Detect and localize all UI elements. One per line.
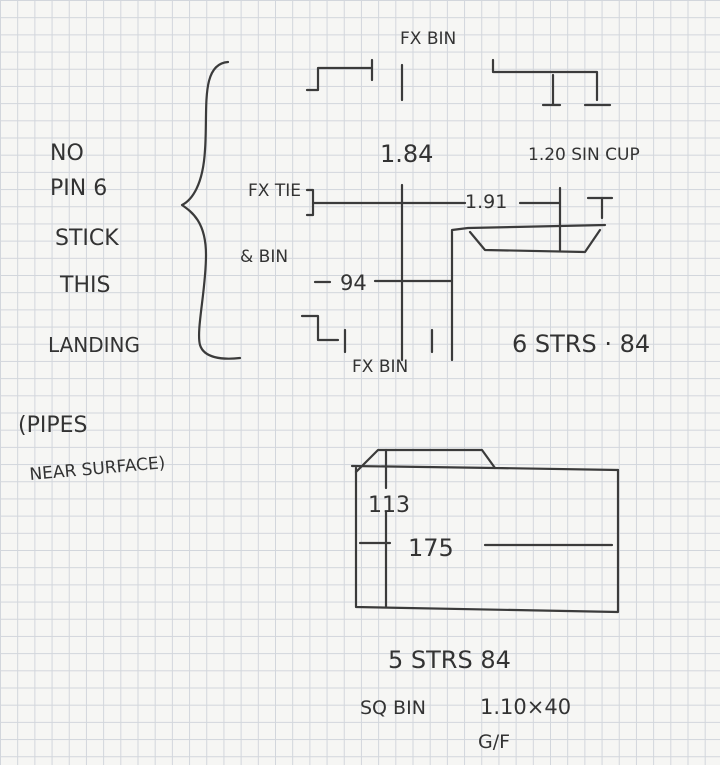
- label-dim-94: 94: [340, 271, 367, 295]
- left-notes: NO PIN 6 STICK THIS LANDING (PIPES NEAR …: [18, 141, 166, 485]
- note-stick: STICK: [55, 226, 119, 251]
- label-fx-tie: FX TIE: [248, 181, 301, 201]
- upper-plan-labels: FX BIN 1.84 1.20 SIN CUP FX TIE & BIN 1.…: [240, 29, 650, 377]
- label-6-stairs: 6 STRS · 84: [512, 330, 650, 358]
- label-fx-bin-bottom: FX BIN: [352, 357, 408, 377]
- note-no: NO: [50, 141, 84, 166]
- note-pin: PIN 6: [50, 176, 107, 201]
- note-near-surface: NEAR SURFACE): [29, 453, 166, 485]
- lower-plan-labels: 113 175 5 STRS 84 SQ BIN 1.10×40 G/F: [360, 493, 571, 753]
- note-landing: LANDING: [48, 333, 140, 357]
- label-dim-184: 1.84: [380, 140, 433, 168]
- label-dim-120-sin-cup: 1.20 SIN CUP: [528, 145, 640, 165]
- label-and-bin: & BIN: [240, 247, 288, 267]
- label-sq-bin: SQ BIN: [360, 697, 426, 719]
- label-dim-191: 1.91: [465, 191, 507, 213]
- label-dim-113: 113: [368, 493, 410, 518]
- note-pipes: (PIPES: [18, 413, 87, 438]
- curly-brace: [180, 60, 242, 360]
- label-dim-175: 175: [408, 534, 454, 562]
- note-this: THIS: [59, 273, 110, 298]
- lower-stair-plan: [350, 448, 620, 614]
- label-gf: G/F: [478, 731, 510, 753]
- label-size: 1.10×40: [480, 695, 571, 719]
- label-fx-bin-top: FX BIN: [400, 29, 456, 49]
- label-5-stairs: 5 STRS 84: [388, 646, 511, 674]
- upper-stair-plan: [300, 58, 614, 362]
